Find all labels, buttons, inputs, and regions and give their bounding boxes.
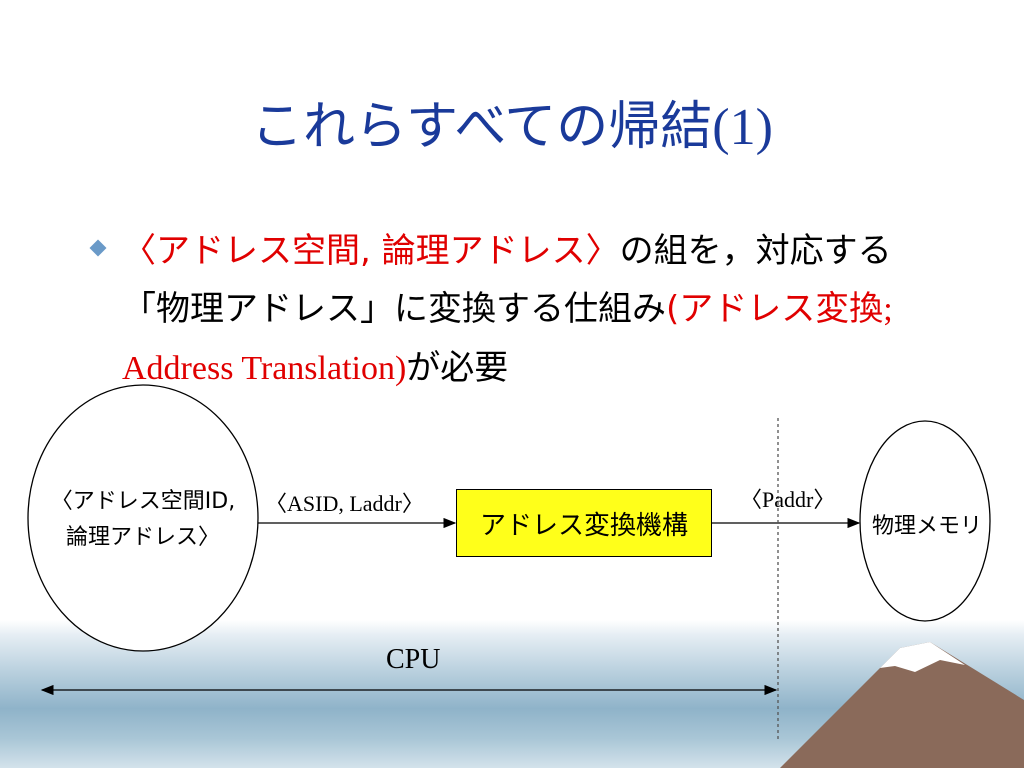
- title-number: (1): [712, 99, 773, 156]
- cpu-label: CPU: [386, 644, 441, 675]
- bullet-highlight-pair: 〈アドレス空間, 論理アドレス〉: [122, 231, 620, 271]
- address-space-label-line1: 〈アドレス空間ID,: [50, 489, 236, 514]
- address-space-label-line2: 論理アドレス〉: [65, 525, 220, 550]
- address-translator-box: アドレス変換機構: [456, 489, 712, 557]
- asid-laddr-label: 〈ASID, Laddr〉: [265, 491, 424, 516]
- slide-title: これらすべての帰結(1): [0, 96, 1024, 159]
- address-translator-label: アドレス変換機構: [479, 510, 688, 541]
- address-space-ellipse: [27, 384, 259, 652]
- paddr-label: 〈Paddr〉: [740, 487, 836, 512]
- title-text: これらすべての帰結: [251, 97, 713, 157]
- address-space-label: 〈アドレス空間ID, 論理アドレス〉: [28, 484, 258, 556]
- bullet-term-jp: (アドレス変換: [666, 289, 884, 329]
- physical-memory-label: 物理メモリ: [871, 514, 982, 539]
- bullet-end: が必要: [406, 348, 509, 388]
- bullet-text: 〈アドレス空間, 論理アドレス〉の組を，対応する「物理アドレス」に変換する仕組み…: [122, 222, 922, 398]
- bullet-term-en: ; Address Translation): [122, 291, 893, 387]
- bullet-body: の組を，対応する「物理アドレス」に変換する仕組み: [122, 231, 892, 329]
